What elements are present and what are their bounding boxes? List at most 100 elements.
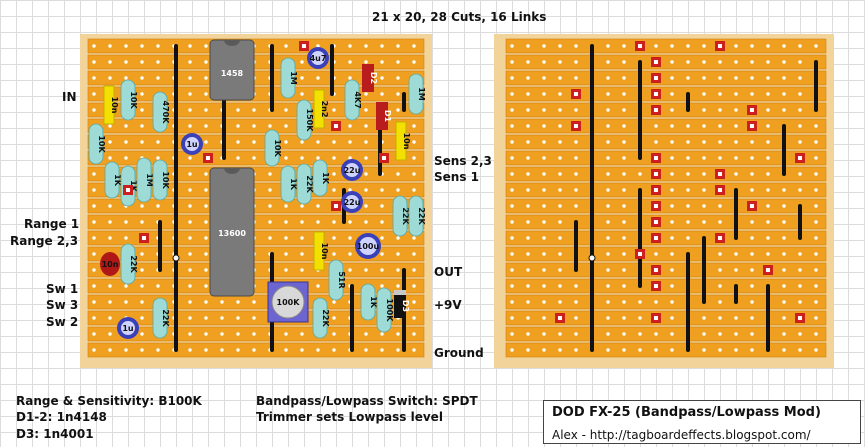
track-cut-center: [638, 44, 642, 48]
resistor-16: 22K: [392, 195, 410, 237]
wire-links-right: [574, 44, 818, 352]
d1-label: D1: [383, 110, 392, 123]
track-cuts-left: [123, 41, 389, 243]
track-cut-center: [558, 316, 562, 320]
d3-label: D3: [401, 300, 410, 312]
track-cut-center: [798, 316, 802, 320]
copper-side-board: [494, 34, 834, 368]
resistor-label: 1K: [113, 174, 122, 187]
label-out: OUT: [434, 265, 463, 279]
resistor-10: 150K: [296, 99, 314, 141]
track-cut-center: [654, 172, 658, 176]
resistor-label: 22K: [401, 207, 410, 225]
resistor-8: 10K: [264, 129, 282, 167]
project-title: DOD FX-25 (Bandpass/Lowpass Mod): [552, 405, 821, 420]
track-cut-center: [574, 92, 578, 96]
resistor-11: 1K: [280, 165, 298, 203]
ic-13600-label: 13600: [218, 229, 246, 238]
c10n-c-label: 10n: [320, 243, 329, 260]
track-cut-center: [654, 76, 658, 80]
c22u-a-label: 22u: [344, 166, 361, 175]
resistor-label: 10K: [273, 139, 282, 157]
film-caps: [103, 85, 407, 271]
resistor-label: 22K: [161, 309, 170, 327]
label-sw3: Sw 3: [46, 298, 79, 312]
ic-13600: [209, 167, 255, 297]
component-labels: 1458 13600 4u7 1u 1u 22u 22u 100u 10n 10…: [102, 54, 380, 333]
resistor-label: 1K: [369, 296, 378, 309]
track-cuts-right: [555, 41, 805, 323]
resistor-3: 470K: [152, 91, 170, 133]
c4u7-label: 4u7: [310, 54, 327, 63]
resistor-4: 1K: [104, 161, 122, 199]
c100u-label: 100u: [357, 242, 380, 251]
track-cut-center: [718, 188, 722, 192]
electrolytic-caps: [117, 47, 381, 339]
label-range23: Range 2,3: [10, 234, 79, 248]
resistor-label: 22K: [129, 255, 138, 273]
label-sw2: Sw 2: [46, 315, 79, 329]
track-cut-center: [654, 268, 658, 272]
c22u-b-label: 22u: [344, 198, 361, 207]
author-credit: Alex - http://tagboardeffects.blogspot.c…: [552, 428, 811, 442]
track-cut-center: [382, 156, 386, 160]
track-cut-center: [718, 172, 722, 176]
resistor-17: 22K: [408, 195, 426, 237]
resistor-label: 1M: [289, 71, 298, 85]
ceramic-cap-red: [100, 252, 120, 276]
resistor-12: 22K: [296, 163, 314, 205]
resistor-label: 22K: [417, 207, 426, 225]
resistor-1: 10K: [120, 79, 138, 121]
track-cut-center: [126, 188, 130, 192]
track-cut-center: [750, 204, 754, 208]
c1u-b-label: 1u: [122, 324, 134, 333]
track-cut-center: [142, 236, 146, 240]
ic-1458-label: 1458: [221, 69, 244, 78]
c10n-red-label: 10n: [102, 260, 119, 269]
track-cut-center: [750, 108, 754, 112]
resistor-22: 1K: [360, 283, 378, 321]
resistor-label: 22K: [321, 309, 330, 327]
track-cut-center: [654, 284, 658, 288]
c10n-a-label: 10n: [110, 97, 119, 114]
resistor-label: 1K: [289, 178, 298, 191]
label-sens1: Sens 1: [434, 170, 479, 184]
wire-point-right: [588, 254, 596, 262]
resistor-label: 10K: [97, 135, 106, 153]
track-cut-center: [654, 236, 658, 240]
track-cut-center: [334, 204, 338, 208]
resistor-6: 1M: [136, 157, 154, 203]
note-trimmer: Trimmer sets Lowpass level: [256, 410, 443, 424]
track-cut-center: [654, 108, 658, 112]
track-cut-center: [750, 124, 754, 128]
ic-1458: [209, 39, 255, 101]
resistor-20: 51R: [328, 259, 346, 301]
note-switch: Bandpass/Lowpass Switch: SPDT: [256, 394, 478, 408]
track-cut-center: [654, 316, 658, 320]
track-cut-center: [654, 156, 658, 160]
resistor-label: 150K: [305, 109, 314, 133]
c2n2-label: 2n2: [320, 101, 329, 118]
note-d3: D3: 1n4001: [16, 427, 94, 441]
track-cut-center: [718, 44, 722, 48]
track-cut-center: [654, 188, 658, 192]
resistor-label: 4K7: [353, 91, 362, 108]
track-cut-center: [654, 60, 658, 64]
d2-label: D2: [369, 72, 378, 84]
label-in: IN: [62, 90, 77, 104]
resistor-label: 1M: [145, 173, 154, 187]
track-cut-center: [654, 204, 658, 208]
label-sens23: Sens 2,3: [434, 154, 492, 168]
track-cut-center: [302, 44, 306, 48]
resistor-label: 10K: [129, 91, 138, 109]
resistor-18: 22K: [120, 243, 138, 285]
label-ground: Ground: [434, 346, 484, 360]
label-range1: Range 1: [24, 217, 80, 231]
track-cut-center: [766, 268, 770, 272]
label-9v: +9V: [434, 298, 462, 312]
resistor-9: 1M: [280, 57, 298, 99]
track-cut-center: [654, 220, 658, 224]
track-cut-center: [718, 236, 722, 240]
